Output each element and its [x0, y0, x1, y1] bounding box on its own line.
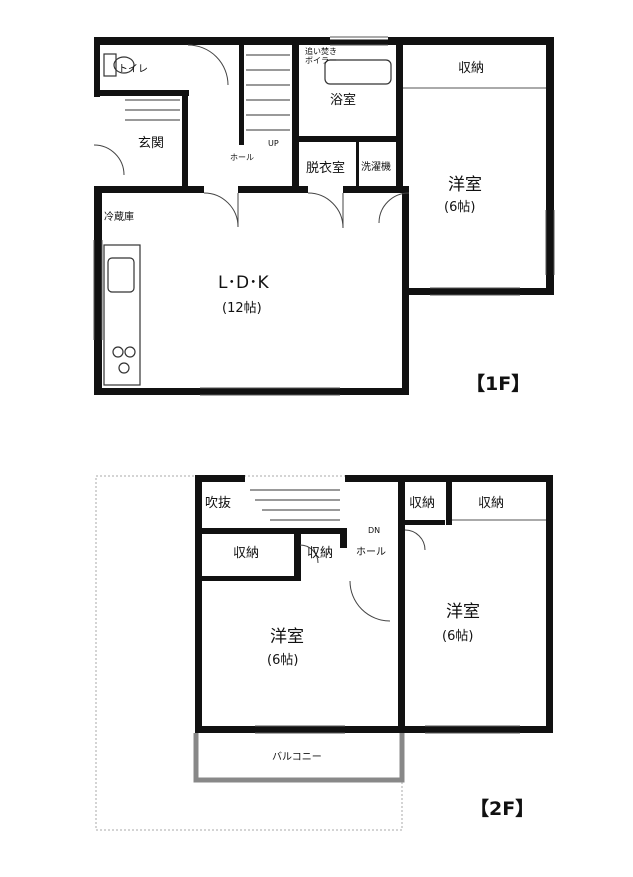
room-label-western-1f: 洋室	[448, 175, 482, 195]
reheat-boiler-label-2: ボイラー	[305, 56, 337, 65]
room-label-western-2f-right: 洋室	[446, 602, 480, 622]
kitchen-counter	[103, 244, 141, 386]
stairs-up-label: UP	[268, 139, 279, 148]
floor1-labels: トイレ 玄関 ホール UP 追い焚き ボイラー 浴室 脱衣室 洗濯機 収納 洋室…	[104, 46, 530, 395]
wall-ldk-top-mid	[238, 186, 308, 193]
floor2-doors	[299, 529, 426, 622]
stairs-1f	[125, 54, 290, 131]
room-label-storage-2f-a: 収納	[233, 546, 259, 561]
wall-hall-right	[292, 37, 299, 193]
room-label-storage-2f-d: 収納	[478, 496, 504, 511]
stairs-2f	[250, 489, 340, 521]
floor2-walls	[195, 475, 553, 733]
room-size-western-2f-left: (6帖)	[267, 653, 298, 668]
wall-stair	[239, 45, 244, 145]
stove-burner	[118, 362, 130, 374]
room-label-storage-2f-b: 収納	[307, 546, 333, 561]
balcony-rail	[193, 733, 405, 783]
room-size-western-2f-right: (6帖)	[442, 629, 473, 644]
floor2-windows	[255, 519, 546, 734]
wall-bath-bottom	[299, 136, 399, 142]
room-label-storage-2f-c: 収納	[409, 496, 435, 511]
wall-western-bottom	[402, 288, 554, 295]
reheat-boiler-label-1: 追い焚き	[305, 46, 337, 56]
floor2-labels: 吹抜 収納 収納 収納 収納 ホール DN 洋室 (6帖) 洋室 (6帖) バル…	[205, 495, 534, 820]
wall-right	[546, 37, 554, 295]
stove-burner	[112, 346, 124, 358]
floor1-plan: トイレ 玄関 ホール UP 追い焚き ボイラー 浴室 脱衣室 洗濯機 収納 洋室…	[93, 34, 555, 396]
bathtub	[324, 59, 392, 85]
room-size-western-1f: (6帖)	[444, 200, 475, 215]
wall-top-left-2f	[195, 475, 245, 482]
room-label-hall-2f: ホール	[356, 546, 386, 558]
wall-ldk-top-right	[343, 186, 409, 193]
wall-ldk-right	[402, 188, 409, 394]
wall-storage-top	[195, 528, 345, 534]
wall-top-left	[94, 37, 254, 45]
wall-storage-bottom	[200, 576, 300, 581]
wall-top-right	[254, 37, 554, 45]
floor-label-1f: 【1F】	[466, 372, 530, 395]
room-label-ldk: L･D･K	[218, 273, 270, 293]
floor1-doors	[93, 44, 410, 229]
wall-ldk-left	[94, 188, 102, 395]
room-label-hall-1f: ホール	[230, 153, 254, 162]
floor1-windows	[93, 34, 555, 396]
wall-hall-left	[340, 528, 347, 548]
floor1-footprint-outline	[95, 475, 403, 831]
wall-left-2f	[195, 475, 202, 733]
floor2-plan: 吹抜 収納 収納 収納 収納 ホール DN 洋室 (6帖) 洋室 (6帖) バル…	[95, 475, 553, 831]
room-label-washer: 洗濯機	[361, 160, 391, 173]
stairs-down-label: DN	[368, 526, 380, 535]
wall-storage-right-divider	[446, 475, 452, 525]
wall-right-2f	[546, 475, 553, 733]
wall-toilet-bottom	[94, 90, 189, 96]
room-label-entrance: 玄関	[138, 136, 164, 151]
room-label-fridge: 冷蔵庫	[104, 210, 134, 223]
room-label-western-2f-left: 洋室	[270, 627, 304, 647]
balcony	[193, 733, 405, 783]
room-size-ldk: (12帖)	[222, 301, 262, 316]
room-label-balcony: バルコニー	[272, 751, 322, 763]
room-label-dressing: 脱衣室	[306, 160, 345, 176]
room-label-toilet: トイレ	[118, 64, 148, 75]
room-label-bath: 浴室	[330, 92, 356, 108]
toilet-fixture	[103, 53, 135, 77]
wall-middle-2f	[398, 475, 405, 733]
stove-burner	[124, 346, 136, 358]
wall-ldk-top-left	[94, 186, 204, 193]
wall-ldk-bottom	[94, 388, 409, 395]
room-label-void: 吹抜	[205, 495, 231, 511]
wall-bottom-right-2f	[398, 726, 553, 733]
wall-storage-c-bottom	[405, 520, 445, 525]
wall-storage-divider	[294, 528, 301, 581]
wall-washer	[356, 142, 359, 186]
sink	[107, 257, 135, 293]
room-label-storage-1f: 収納	[458, 61, 484, 76]
wall-toilet-left	[94, 37, 100, 97]
wall-bottom-left-2f	[195, 726, 405, 733]
floor-label-2f: 【2F】	[470, 797, 534, 820]
wall-entrance-right	[182, 90, 188, 186]
floor1-exterior-walls	[94, 37, 554, 395]
wall-bath-right	[396, 37, 403, 193]
